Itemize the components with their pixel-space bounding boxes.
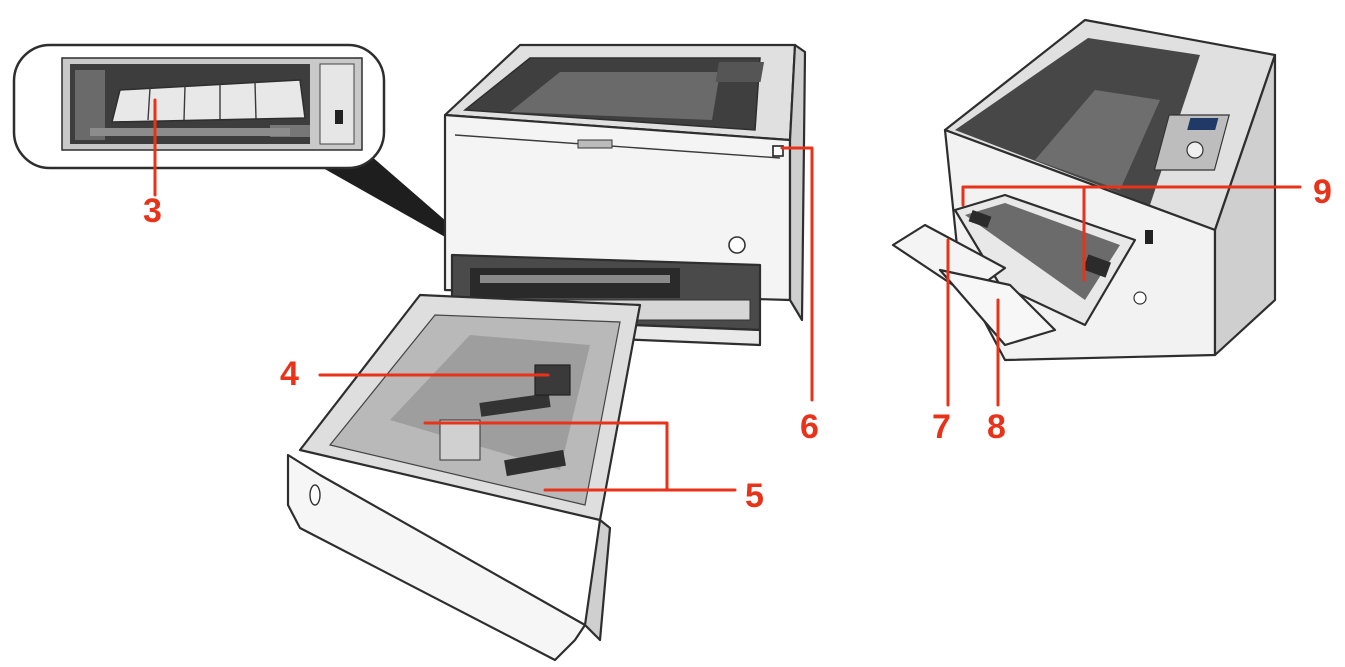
callout-4: 4 <box>280 355 299 393</box>
callout-7: 7 <box>932 408 951 446</box>
slider-guides <box>1082 254 1112 278</box>
front-cover-button <box>728 236 746 254</box>
right-printer-side <box>1213 53 1277 357</box>
paper-length-guide <box>534 364 571 396</box>
callout-3: 3 <box>143 192 162 230</box>
cassette-front <box>286 453 587 662</box>
printer-front-view <box>443 43 807 347</box>
callout-6: 6 <box>800 408 819 446</box>
paper-cassette <box>286 293 642 662</box>
leader-9 <box>961 185 1302 282</box>
leader-6 <box>780 146 814 402</box>
zoom-inset <box>12 43 500 268</box>
printer-side-panel <box>788 43 807 322</box>
leader-lines <box>153 98 1302 492</box>
callout-8: 8 <box>987 408 1006 446</box>
callout-labels: 3 4 5 6 7 8 9 <box>143 173 1332 515</box>
usb-port <box>772 145 784 157</box>
leader-5 <box>423 421 737 492</box>
inset-interior <box>61 57 363 151</box>
callout-5: 5 <box>745 477 764 515</box>
callout-9: 9 <box>1313 173 1332 211</box>
